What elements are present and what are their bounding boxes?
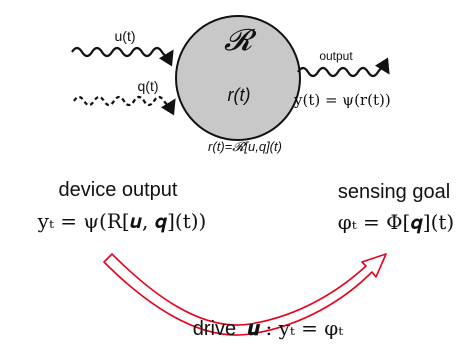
sensing-goal-equation: φₜ = Φ[𝒒](t) <box>338 210 454 234</box>
output-equation: y(t) = ψ(r(t)) <box>293 91 391 109</box>
input-q-label: q(t) <box>138 78 159 94</box>
reservoir-state-label: r(t) <box>228 85 251 105</box>
output-wave <box>297 57 390 78</box>
drive-variable: 𝒖 <box>248 316 261 340</box>
drive-prefix: drive <box>193 318 236 340</box>
drive-equation: : yₜ = φₜ <box>266 316 344 340</box>
reservoir-circle <box>175 15 301 141</box>
state-equation: r(t)=𝓡[u,q](t) <box>208 139 282 154</box>
drive-condition: drive 𝒖 : yₜ = φₜ <box>193 316 344 340</box>
input-q-wave <box>73 95 176 116</box>
input-u-wave <box>71 46 174 67</box>
device-output-equation: yₜ = ψ(R[𝒖, 𝒒](t)) <box>37 209 207 233</box>
input-u-label: u(t) <box>115 28 136 44</box>
sensing-goal-label: sensing goal <box>338 181 450 203</box>
reservoir-symbol: 𝓡 <box>224 23 257 58</box>
drive-curve-arrow <box>103 253 387 336</box>
output-label: output <box>319 49 353 63</box>
device-output-label: device output <box>59 179 178 201</box>
